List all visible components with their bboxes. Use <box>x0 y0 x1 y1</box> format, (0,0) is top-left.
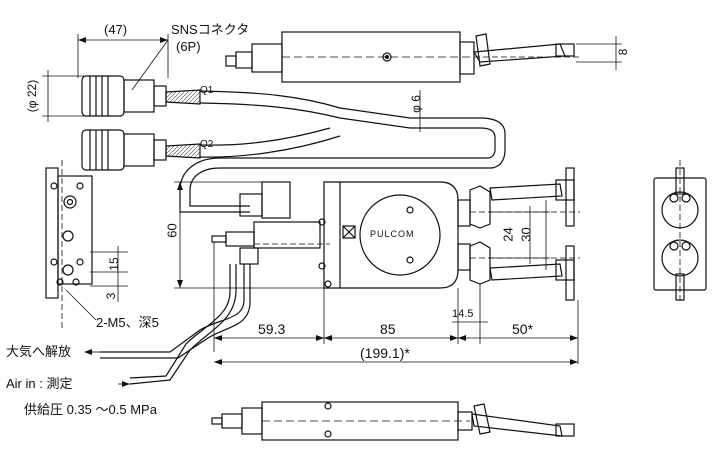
side-view-right <box>653 160 707 304</box>
m5-tap-label: 2-M5、深5 <box>96 315 159 330</box>
dim-phi22-label: (φ 22) <box>25 79 39 113</box>
supply-pressure-label: 供給圧 0.35 ～0.5 MPa <box>24 402 157 417</box>
dim-15-3-lines <box>90 246 128 302</box>
dim-8-lines <box>576 36 622 70</box>
dim-15-label: 15 <box>107 257 121 271</box>
dim-59-3-label: 59.3 <box>258 321 286 337</box>
dim-47-label: (47) <box>104 22 128 37</box>
dim-30-label: 30 <box>518 227 534 242</box>
dim-phi6-label: φ 6 <box>409 95 423 113</box>
dim-14-5-label: 14.5 <box>452 308 474 320</box>
dim-85-label: 85 <box>380 321 396 337</box>
side-view-left <box>45 160 93 330</box>
air-tubes <box>100 264 251 385</box>
dim-50-label: 50* <box>512 321 534 337</box>
brand-logo-text: PULCOM <box>370 229 415 239</box>
dim-24-label: 24 <box>500 227 516 242</box>
dim-8-label: 8 <box>616 48 630 56</box>
front-view <box>211 167 580 301</box>
vent-label: 大気へ解放 <box>6 344 72 359</box>
cable-q1-label: Q1 <box>200 85 214 96</box>
cable-q2-label: Q2 <box>200 139 214 150</box>
dim-3-label: 3 <box>104 292 118 300</box>
connector-q1 <box>81 75 201 117</box>
bottom-view <box>211 401 575 441</box>
sns-pins-label: (6P) <box>176 39 201 54</box>
air-in-label: Air in : 測定 <box>6 376 73 391</box>
cables <box>179 90 506 213</box>
arrowheads <box>78 37 578 387</box>
logo-disc <box>359 194 441 276</box>
dim-199-label: (199.1)* <box>360 345 410 361</box>
top-view <box>225 31 580 83</box>
connector-q2 <box>81 129 201 171</box>
dimension-lines <box>42 34 579 385</box>
sns-connector-label: SNSコネクタ <box>171 22 250 37</box>
dim-60-label: 60 <box>164 223 180 238</box>
